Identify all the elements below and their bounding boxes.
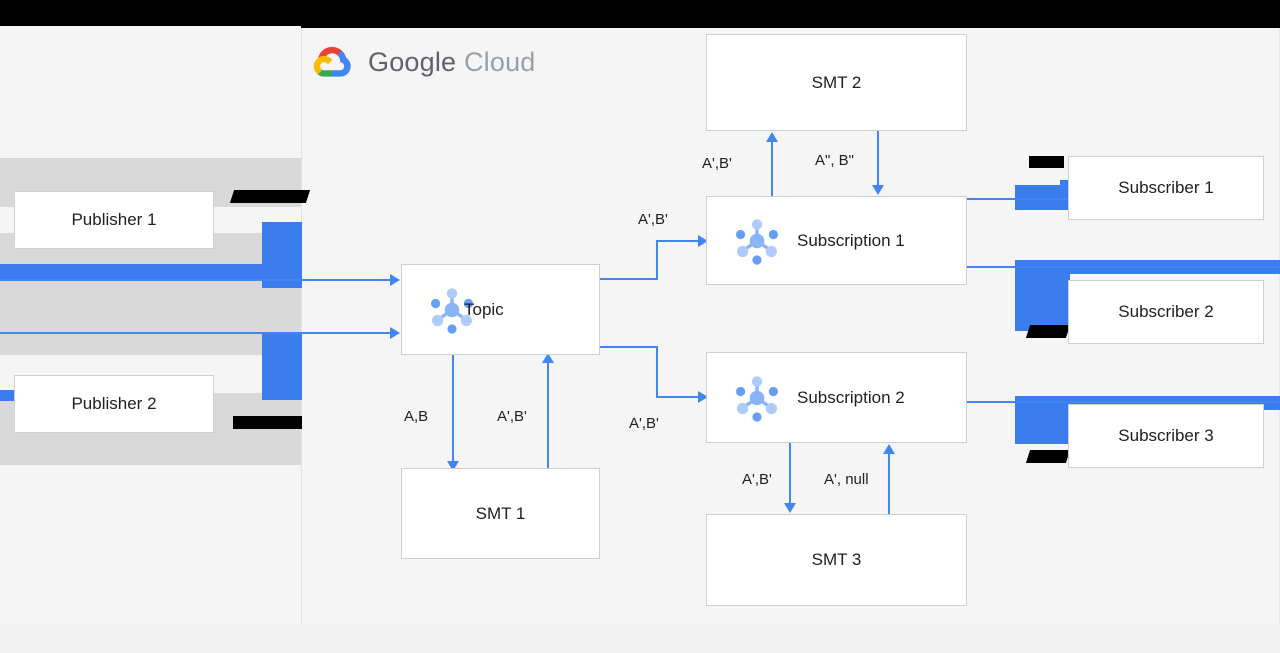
- edge-label-topic-sub2: A',B': [629, 415, 659, 432]
- edge-label-topic-sub1: A',B': [638, 211, 668, 228]
- node-label: Subscriber 1: [1118, 178, 1214, 197]
- bottom-strip: [0, 624, 1280, 653]
- edge-publisher1-topic-arrow: [390, 274, 400, 286]
- edge-topic-smt1-line: [452, 355, 454, 463]
- google-cloud-wordmark: Google Cloud: [368, 40, 536, 84]
- node-smt-3[interactable]: SMT 3: [706, 514, 967, 606]
- node-subscription-1[interactable]: Subscription 1: [706, 196, 967, 285]
- node-smt-1[interactable]: SMT 1: [401, 468, 600, 559]
- node-label: Subscriber 3: [1118, 426, 1214, 445]
- glitch-artifact-block: [1060, 180, 1072, 188]
- edge-sub1-subscriber2-line: [967, 266, 1280, 268]
- pubsub-icon: [729, 213, 785, 269]
- edge-smt2-sub1-line: [877, 131, 879, 187]
- node-smt-2[interactable]: SMT 2: [706, 34, 967, 131]
- edge-topic-sub1-h1: [600, 278, 658, 280]
- edge-sub1-smt2-arrow: [766, 132, 778, 142]
- brand-word-cloud: Cloud: [463, 47, 536, 77]
- glitch-artifact-block: [1056, 310, 1072, 320]
- edge-topic-sub1-h2: [656, 240, 700, 242]
- glitch-artifact-block: [262, 332, 302, 400]
- edge-label-smt1-topic: A',B': [497, 408, 527, 425]
- edge-publisher2-topic-arrow: [390, 327, 400, 339]
- glitch-artifact-bar: [229, 190, 311, 203]
- edge-topic-sub2-h1: [600, 346, 658, 348]
- node-label: SMT 2: [811, 72, 862, 92]
- node-publisher-1[interactable]: Publisher 1: [14, 191, 214, 249]
- glitch-artifact-bar: [233, 416, 302, 429]
- google-cloud-logo: Google Cloud: [310, 40, 610, 84]
- edge-topic-smt1-arrow: [447, 461, 459, 471]
- brand-word-google: Google: [368, 47, 457, 77]
- pubsub-icon: [729, 370, 785, 426]
- node-subscription-2[interactable]: Subscription 2: [706, 352, 967, 443]
- edge-topic-sub1-arrow: [698, 235, 708, 247]
- glitch-artifact-bar: [1029, 156, 1064, 168]
- node-topic[interactable]: Topic: [401, 264, 600, 355]
- edge-sub1-subscriber1-line: [967, 198, 1077, 200]
- edge-sub2-subscriber3-line: [967, 401, 1280, 403]
- glitch-artifact-bar: [1025, 450, 1071, 463]
- glitch-artifact-block: [1015, 185, 1070, 210]
- edge-topic-sub1-v: [656, 240, 658, 280]
- glitch-artifact-bar: [1025, 325, 1071, 338]
- node-publisher-2[interactable]: Publisher 2: [14, 375, 214, 433]
- node-label: SMT 3: [811, 550, 862, 569]
- node-label: SMT 1: [475, 503, 526, 523]
- glitch-artifact-block: [262, 222, 302, 288]
- edge-label-topic-smt1: A,B: [404, 408, 429, 425]
- edge-sub1-smt2-line: [771, 141, 773, 197]
- edge-publisher2-topic-line: [0, 332, 392, 334]
- edge-smt1-topic-line: [547, 362, 549, 468]
- edge-smt3-sub2-arrow: [883, 444, 895, 454]
- node-label: Subscription 1: [797, 230, 905, 250]
- node-label: Topic: [464, 299, 504, 319]
- glitch-artifact-block: [1015, 260, 1070, 331]
- edge-label-smt2-sub1: A", B": [815, 152, 854, 169]
- edge-sub2-smt3-line: [789, 443, 791, 505]
- node-subscriber-2[interactable]: Subscriber 2: [1068, 280, 1264, 344]
- glitch-artifact-block: [1015, 396, 1070, 444]
- edge-topic-sub2-h2: [656, 396, 700, 398]
- edge-topic-sub2-v: [656, 346, 658, 398]
- node-label: Subscriber 2: [1118, 302, 1214, 321]
- edge-smt3-sub2-line: [888, 452, 890, 514]
- node-label: Publisher 1: [71, 210, 157, 229]
- edge-sub2-smt3-arrow: [784, 503, 796, 513]
- edge-topic-sub2-arrow: [698, 391, 708, 403]
- edge-publisher1-topic-line: [0, 279, 392, 281]
- google-cloud-mark-icon: [310, 43, 354, 81]
- node-subscriber-3[interactable]: Subscriber 3: [1068, 404, 1264, 468]
- node-label: Publisher 2: [71, 394, 157, 413]
- edge-smt1-topic-arrow: [542, 353, 554, 363]
- edge-label-sub1-smt2: A',B': [702, 155, 732, 172]
- pubsub-icon: [424, 282, 480, 338]
- edge-label-sub2-smt3: A',B': [742, 471, 772, 488]
- node-subscriber-1[interactable]: Subscriber 1: [1068, 156, 1264, 220]
- node-label: Subscription 2: [797, 387, 905, 407]
- edge-smt2-sub1-arrow: [872, 185, 884, 195]
- edge-label-smt3-sub2: A', null: [824, 471, 869, 488]
- window-top-bar: [0, 0, 1280, 26]
- glitch-artifact-block: [0, 264, 262, 281]
